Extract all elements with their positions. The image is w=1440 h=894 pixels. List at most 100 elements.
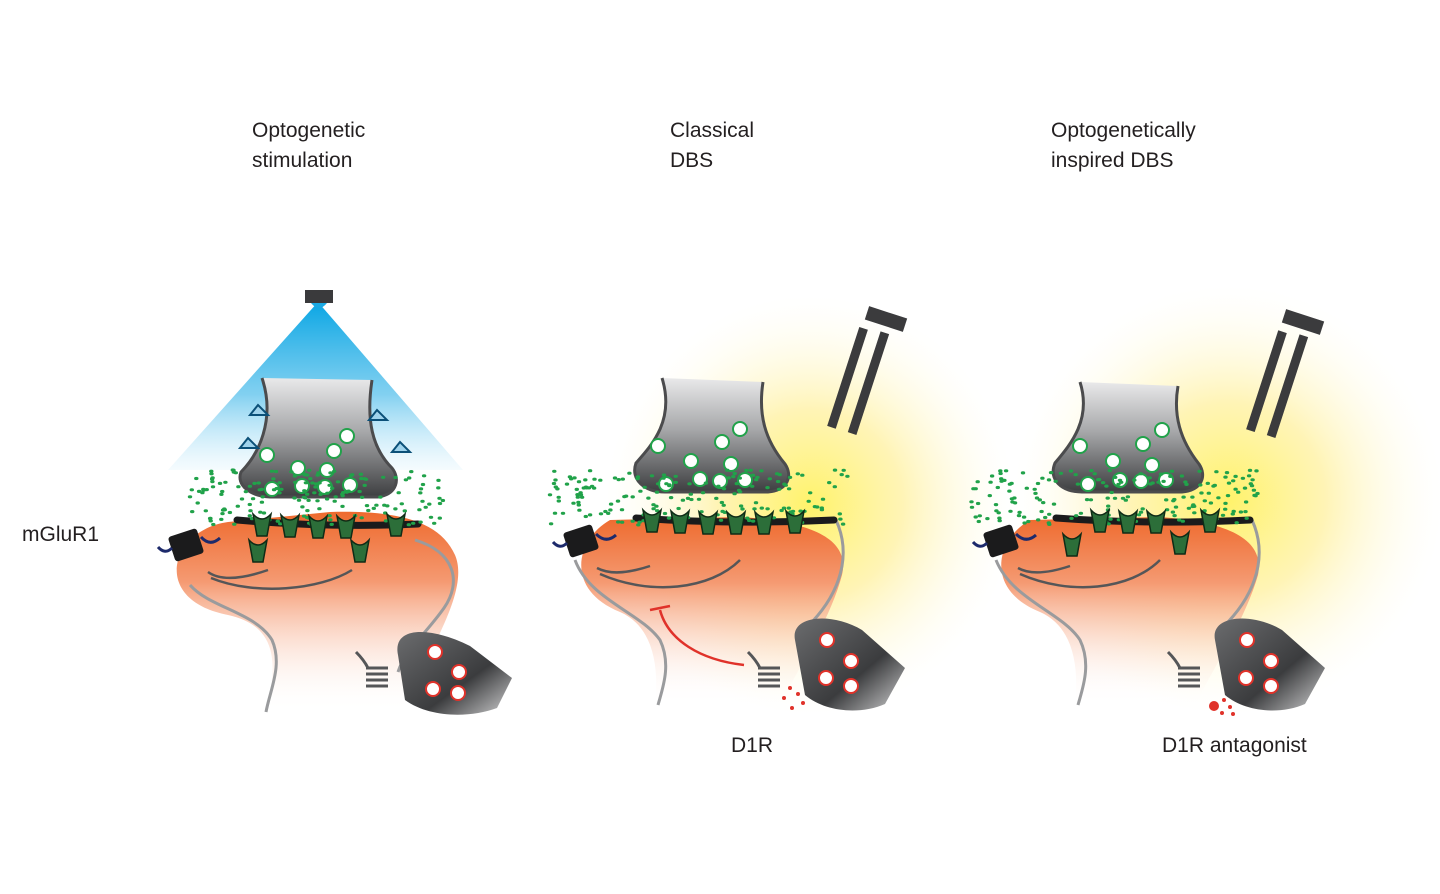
glutamate-molecule — [317, 481, 322, 485]
glutamate-molecule — [1177, 518, 1182, 522]
glutamate-molecule — [1192, 511, 1197, 515]
glutamate-molecule — [219, 517, 224, 522]
light-source-icon — [305, 290, 333, 303]
glutamate-molecule — [1214, 470, 1219, 474]
glutamate-molecule — [293, 480, 298, 484]
glutamate-molecule — [608, 502, 614, 506]
dopamine-vesicles — [818, 632, 859, 694]
glutamate-molecule — [556, 495, 561, 499]
glutamate-molecule — [1230, 512, 1236, 516]
glutamate-molecule — [1032, 487, 1037, 491]
ampa-receptors — [247, 507, 1221, 563]
inhibition-arrow — [658, 609, 745, 667]
glutamate-molecule — [325, 491, 330, 495]
panel-title-line: inspired DBS — [1051, 149, 1174, 172]
postsynaptic-neuron — [176, 511, 459, 712]
glutamate-molecule — [209, 469, 214, 473]
glutamate-molecule — [788, 510, 793, 514]
glutamate-molecule — [330, 486, 335, 490]
glutamate-molecule — [583, 478, 588, 482]
glutamate-molecule — [194, 476, 199, 481]
glutamate-molecule — [1112, 496, 1118, 500]
glutamate-molecule — [998, 471, 1003, 476]
glutamate-molecule — [1223, 507, 1228, 511]
glutamate-molecule — [812, 505, 818, 509]
glutamate-molecule — [976, 519, 981, 524]
glutamate-molecule — [703, 481, 709, 485]
glutamate-molecule — [776, 487, 782, 491]
glutamate-molecule — [1117, 478, 1123, 482]
glutamate-molecule — [808, 491, 813, 495]
glutamate-molecule — [313, 485, 318, 489]
glutamate-molecule — [977, 514, 982, 518]
glutamate-molecule — [195, 501, 200, 505]
glutamate-molecule — [840, 522, 846, 526]
glutamate-molecule — [1120, 496, 1126, 500]
glutamate-molecule — [777, 473, 782, 477]
glutamate-molecule — [827, 481, 832, 485]
glutamate-molecule — [556, 499, 561, 503]
glutamate-molecule — [308, 477, 313, 481]
glutamate-molecule — [259, 487, 264, 491]
glutamate-molecule — [1043, 515, 1048, 520]
glutamate-molecule — [393, 507, 398, 511]
glutamate-molecule — [220, 511, 225, 516]
glutamate-molecule — [685, 496, 691, 500]
glutamate-molecule — [734, 482, 739, 486]
postsynaptic-neuron — [1001, 517, 1259, 705]
glutamate-molecule — [655, 482, 661, 486]
ampa-receptor-icon — [697, 509, 719, 535]
glutamate-molecule — [999, 477, 1004, 481]
glutamate-molecule — [845, 474, 850, 478]
glutamate-molecule — [1136, 513, 1142, 517]
glutamate-molecule — [374, 503, 379, 507]
dbs-electrode-icon — [1246, 309, 1325, 438]
glutamate-molecule — [196, 489, 202, 493]
glutamate-molecule — [839, 473, 844, 477]
glutamate-molecule — [1250, 478, 1255, 482]
glutamate-molecule — [329, 522, 334, 527]
glutamate-molecule — [612, 476, 618, 480]
glutamate-molecule — [564, 482, 570, 486]
glutamate-molecule — [975, 480, 980, 484]
glutamate-molecule — [1022, 521, 1027, 525]
glutamate-molecule — [302, 489, 307, 493]
glutamate-molecule — [211, 522, 216, 527]
mglur1-receptor-icon — [168, 528, 204, 562]
glutamate-molecule — [1125, 495, 1131, 499]
glutamate-molecule — [575, 493, 580, 497]
glutamate-molecule — [737, 476, 742, 480]
glutamate-molecule — [752, 507, 757, 511]
glutamate-molecule — [275, 519, 280, 523]
glutamate-molecule — [328, 518, 333, 522]
ampa-receptor-icon — [669, 508, 691, 534]
glutamate-molecule — [420, 482, 426, 487]
glutamate-molecule — [328, 471, 333, 475]
glutamate-molecule — [1078, 511, 1084, 515]
glutamate-molecule — [576, 480, 582, 484]
glutamate-molecule — [273, 469, 279, 474]
glutamate-molecule — [988, 480, 993, 484]
glutamate-molecule — [1220, 513, 1226, 517]
glutamate-molecule — [324, 497, 330, 501]
glutamate-molecule — [312, 491, 317, 495]
glutamate-molecule — [765, 486, 770, 490]
glutamate-molecule — [1161, 479, 1166, 483]
glutamate-molecule — [635, 477, 640, 481]
glutamate-molecule — [1199, 491, 1204, 495]
glutamate-molecule — [327, 514, 332, 518]
glutamate-molecule — [1026, 519, 1031, 524]
glutamate-molecule — [1233, 474, 1238, 478]
glutamate-molecule — [578, 493, 584, 497]
ampa-receptor-icon — [251, 511, 273, 537]
glutamate-molecule — [993, 503, 999, 507]
glutamate-molecule — [779, 508, 784, 513]
presynaptic-terminal — [633, 377, 791, 494]
glutamate-vesicles — [259, 428, 358, 497]
ampa-receptor-icon — [247, 537, 269, 563]
panel-title-inspired: Optogenetically inspired DBS — [1051, 116, 1196, 176]
glutamate-molecule — [1173, 505, 1179, 509]
glutamate-molecule — [1069, 516, 1074, 521]
glutamate-molecule — [296, 498, 302, 502]
glutamate-molecule — [975, 501, 981, 506]
